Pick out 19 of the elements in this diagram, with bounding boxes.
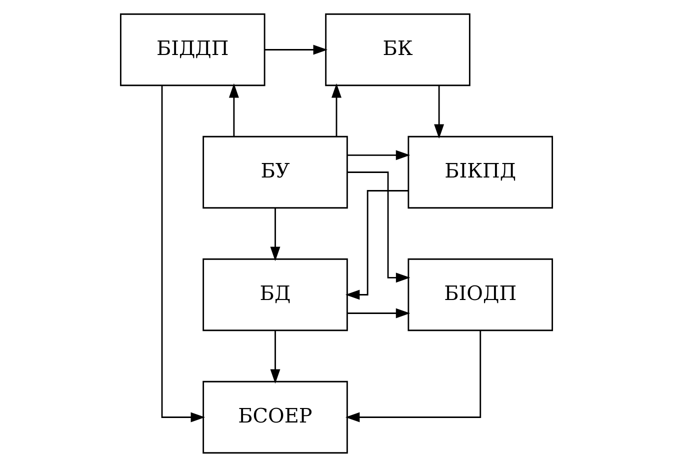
arrow <box>228 83 239 136</box>
node-box: БІКПД <box>408 136 554 209</box>
node-box: БУ <box>202 136 348 209</box>
arrow <box>161 86 206 422</box>
arrow <box>264 44 328 55</box>
arrow <box>345 190 408 300</box>
node-box: БСОЕР <box>202 380 348 454</box>
arrow <box>348 150 410 160</box>
node-box: БК <box>325 13 470 86</box>
arrow <box>270 330 280 384</box>
node-box: БІОДП <box>408 258 554 332</box>
node-box: БД <box>202 258 348 332</box>
arrow <box>345 330 482 422</box>
node-box: БІДДП <box>120 13 266 86</box>
arrow <box>332 83 342 136</box>
arrow <box>434 86 444 139</box>
arrow <box>347 172 410 283</box>
arrow <box>270 208 280 262</box>
arrow <box>348 308 410 318</box>
